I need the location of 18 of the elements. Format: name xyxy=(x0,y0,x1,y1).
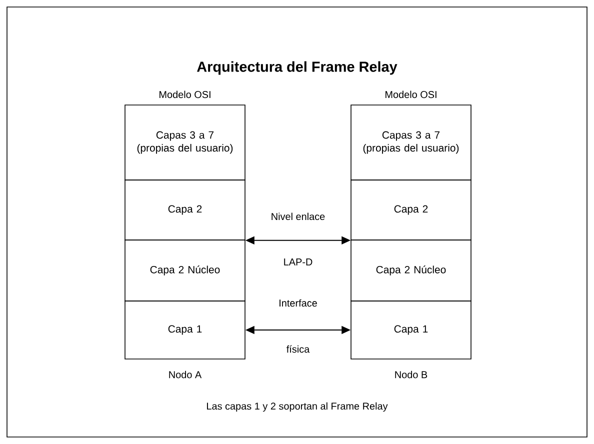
layer-box: Capa 2 Núcleo xyxy=(350,240,472,302)
title: Arquitectura del Frame Relay xyxy=(197,61,398,75)
layer-box: Capa 1 xyxy=(124,300,246,360)
caption: Las capas 1 y 2 soportan al Frame Relay xyxy=(207,402,388,412)
node-caption: Nodo B xyxy=(395,370,428,378)
node-caption: Modelo OSI xyxy=(160,90,210,98)
node-caption: Modelo OSI xyxy=(386,90,436,98)
layer-box: Capa 2 Núcleo xyxy=(124,240,246,302)
edge-label: Interface xyxy=(280,299,317,307)
layer-box: Capa 1 xyxy=(350,300,472,360)
layer-box: Capa 2 xyxy=(124,180,246,240)
layer-box: Capa 2 xyxy=(350,180,472,240)
layer-box: Capas 3 a 7 (propias del usuario) xyxy=(350,104,472,180)
node-caption: Nodo A xyxy=(169,370,202,378)
arrow-label: LAP-D xyxy=(284,258,312,266)
layer-box: Capas 3 a 7 (propias del usuario) xyxy=(124,104,246,180)
edge-label: Nivel enlace xyxy=(272,212,325,220)
arrow-label: física xyxy=(286,345,310,353)
